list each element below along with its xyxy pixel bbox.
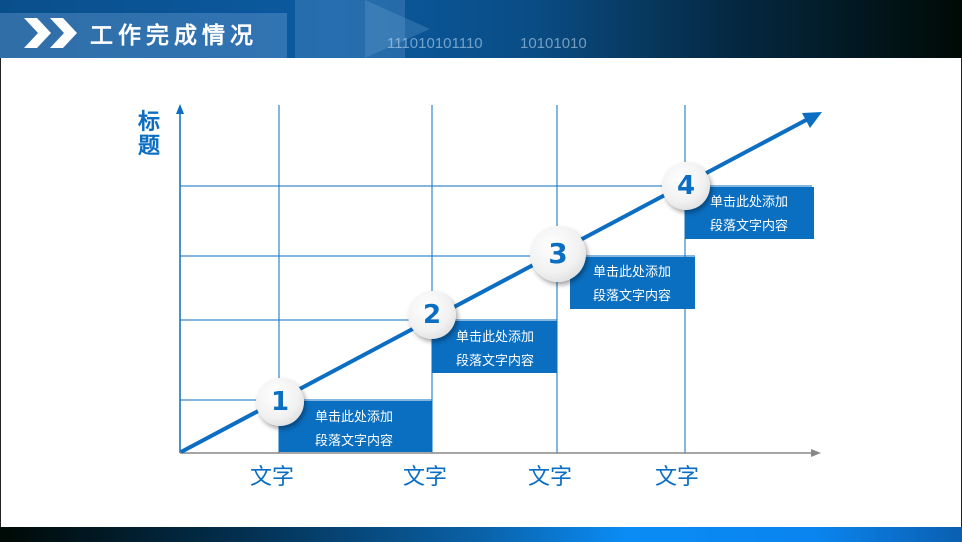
x-axis-label: 文字 xyxy=(655,464,700,489)
left-border xyxy=(0,58,1,527)
decorative-arrow-head xyxy=(365,0,430,58)
x-axis-label: 文字 xyxy=(528,464,573,489)
step-3-textbox[interactable]: 单击此处添加 段落文字内容 xyxy=(570,257,695,309)
step-2-textbox[interactable]: 单击此处添加 段落文字内容 xyxy=(432,321,557,373)
step-1-textbox[interactable]: 单击此处添加 段落文字内容 xyxy=(279,401,432,452)
binary-decoration: 111010101110 xyxy=(387,35,483,52)
step-text-line: 单击此处添加 xyxy=(593,264,672,279)
footer-bar xyxy=(0,527,962,542)
step-text-line: 段落文字内容 xyxy=(593,288,672,303)
step-text-line: 单击此处添加 xyxy=(456,329,535,344)
step-1-badge: 1 xyxy=(256,378,304,426)
binary-decoration: 10101010 xyxy=(520,35,587,52)
x-axis-label: 文字 xyxy=(403,464,448,489)
step-text-line: 单击此处添加 xyxy=(710,194,789,209)
header-banner: 111010101110 10101010 工作完成情况 xyxy=(0,0,962,58)
step-2-badge: 2 xyxy=(408,291,456,339)
double-chevron-right-icon xyxy=(24,18,77,48)
step-text-line: 单击此处添加 xyxy=(315,409,394,424)
step-text-line: 段落文字内容 xyxy=(315,433,394,448)
step-3-badge: 3 xyxy=(530,226,586,282)
page-title: 工作完成情况 xyxy=(90,22,258,48)
decorative-arrow-body xyxy=(295,0,405,58)
y-axis-label: 标题 xyxy=(137,109,160,158)
x-axis-label: 文字 xyxy=(250,464,295,489)
step-text-line: 段落文字内容 xyxy=(456,353,535,368)
step-text-line: 段落文字内容 xyxy=(710,218,789,233)
step-4-badge: 4 xyxy=(662,162,710,210)
